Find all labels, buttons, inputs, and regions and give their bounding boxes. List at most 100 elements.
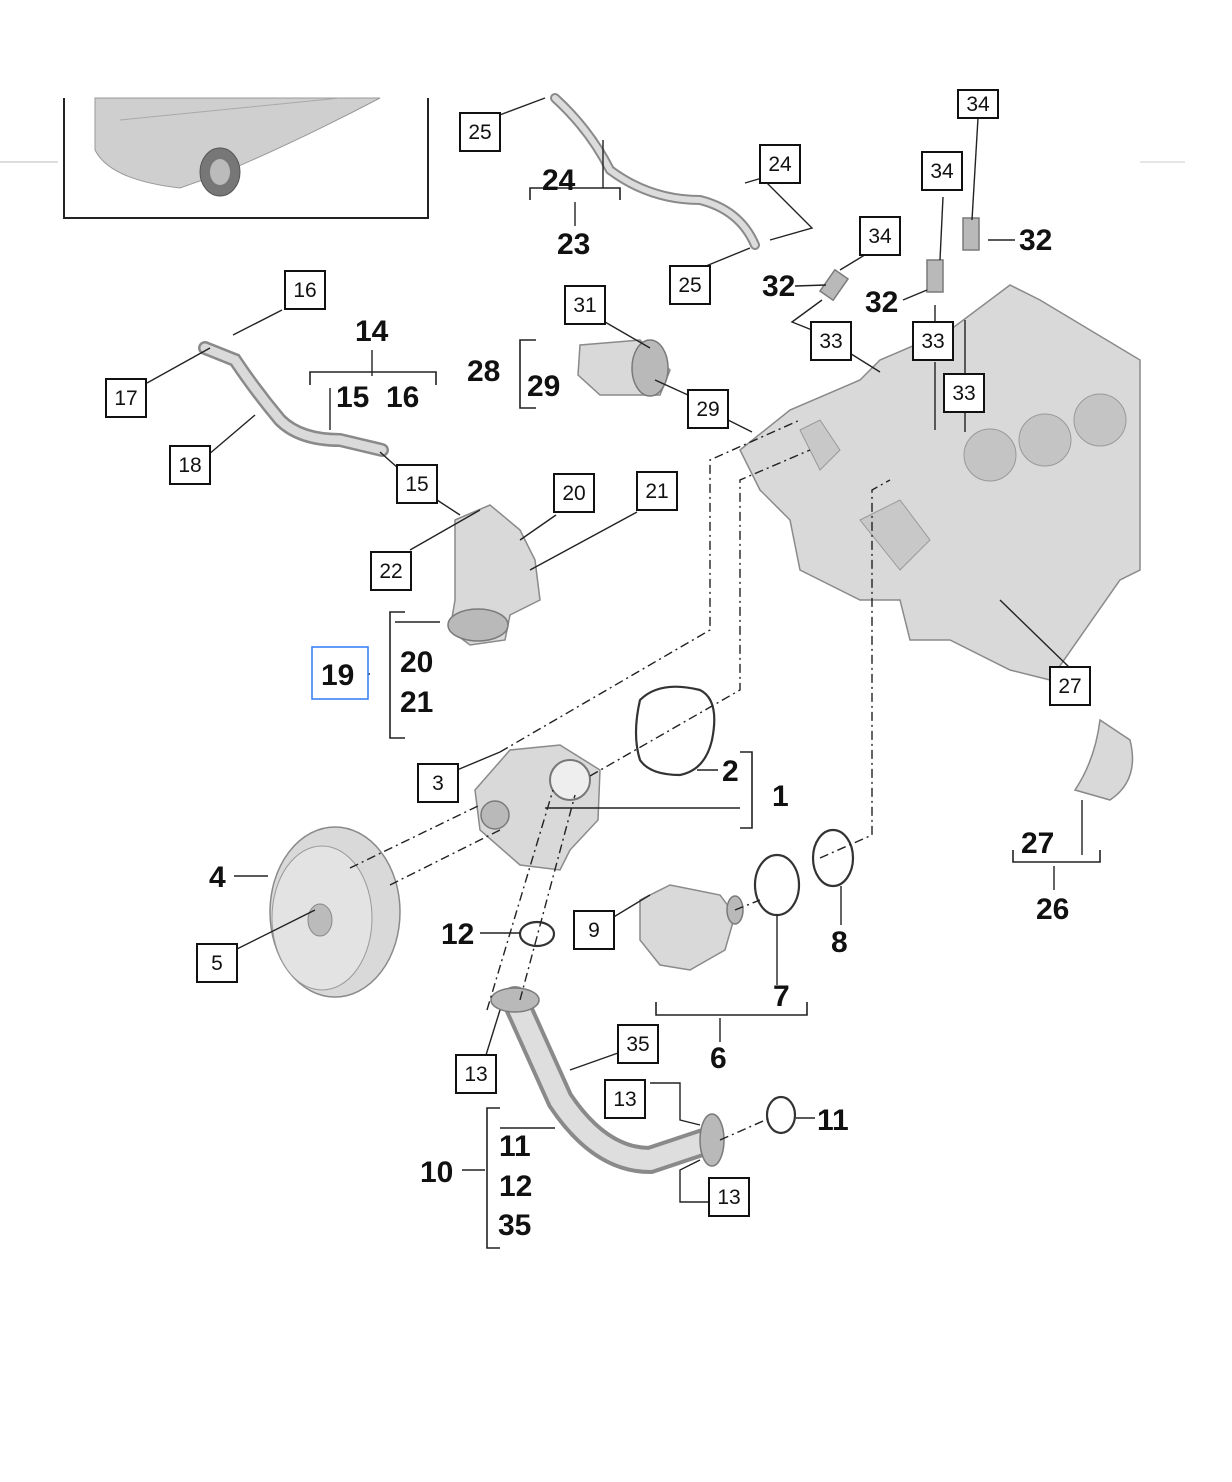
callout-21-group[interactable]: 21	[400, 686, 433, 719]
box-frame	[455, 1054, 497, 1094]
box-frame	[417, 763, 459, 803]
box-callout-b25a[interactable]: 25	[459, 112, 501, 152]
box-callout-b27[interactable]: 27	[1049, 666, 1091, 706]
box-callout-label: 20	[562, 482, 585, 505]
callout-4[interactable]: 4	[209, 861, 226, 894]
callout-11-group[interactable]: 11	[499, 1130, 531, 1163]
callout-32a[interactable]: 32	[762, 270, 795, 303]
box-callout-label: 31	[573, 294, 596, 317]
callout-19-highlighted[interactable]: 19	[311, 646, 369, 700]
callout-23[interactable]: 23	[557, 228, 590, 261]
group-brackets	[309, 187, 1101, 1249]
box-callout-b29[interactable]: 29	[687, 389, 729, 429]
box-callout-b13c[interactable]: 13	[708, 1177, 750, 1217]
box-callout-label: 3	[432, 772, 444, 795]
part-28-cylinder	[577, 339, 671, 397]
callout-20-group[interactable]: 20	[400, 646, 433, 679]
box-callout-b18[interactable]: 18	[169, 445, 211, 485]
callout-27-group[interactable]: 27	[1021, 827, 1054, 860]
box-callout-b34b[interactable]: 34	[921, 151, 963, 191]
box-frame	[708, 1177, 750, 1217]
box-frame	[105, 378, 147, 418]
box-frame	[396, 464, 438, 504]
box-frame	[564, 285, 606, 325]
callout-14[interactable]: 14	[355, 315, 389, 348]
box-callout-b15[interactable]: 15	[396, 464, 438, 504]
box-callout-label: 18	[178, 454, 201, 477]
callout-29-group[interactable]: 29	[527, 370, 560, 403]
thermostat-housing-19	[447, 504, 541, 646]
box-callout-label: 29	[696, 398, 719, 421]
box-callout-b35[interactable]: 35	[617, 1024, 659, 1064]
box-frame	[810, 321, 852, 361]
box-callout-label: 33	[819, 330, 842, 353]
sensor-32a	[818, 268, 850, 302]
callout-7[interactable]: 7	[773, 980, 790, 1013]
box-frame	[573, 910, 615, 950]
box-callout-b24[interactable]: 24	[759, 144, 801, 184]
box-callout-b33b[interactable]: 33	[912, 321, 954, 361]
vehicle-thumbnail	[0, 97, 1185, 219]
callout-15-group[interactable]: 15	[336, 381, 369, 414]
alignment-lines	[349, 419, 891, 1141]
box-frame	[617, 1024, 659, 1064]
box-callout-label: 24	[768, 153, 792, 176]
bold-callouts: 1 2 4 6 7 8 10 11 11 12 12 14 15 16 20 2…	[209, 164, 1069, 1242]
box-callout-label: 9	[588, 919, 600, 942]
box-frame	[687, 389, 729, 429]
box-callout-label: 13	[613, 1088, 636, 1111]
box-callout-b17[interactable]: 17	[105, 378, 147, 418]
callout-35-group[interactable]: 35	[498, 1209, 531, 1242]
box-frame	[459, 112, 501, 152]
callout-19[interactable]: 19	[321, 659, 354, 692]
callout-28[interactable]: 28	[467, 355, 500, 388]
box-callout-b13a[interactable]: 13	[455, 1054, 497, 1094]
box-callout-b31[interactable]: 31	[564, 285, 606, 325]
callout-11[interactable]: 11	[817, 1104, 849, 1137]
box-callout-label: 34	[868, 225, 892, 248]
box-callout-b34a[interactable]: 34	[859, 216, 901, 256]
box-callout-b33c[interactable]: 33	[943, 373, 985, 413]
box-callout-b33a[interactable]: 33	[810, 321, 852, 361]
box-frame	[921, 151, 963, 191]
box-callout-b9[interactable]: 9	[573, 910, 615, 950]
pulley-4	[269, 826, 401, 998]
box-callout-b25b[interactable]: 25	[669, 265, 711, 305]
callout-16-group[interactable]: 16	[386, 381, 419, 414]
callout-1[interactable]: 1	[772, 780, 789, 813]
callout-10[interactable]: 10	[420, 1156, 453, 1189]
box-callout-label: 13	[717, 1186, 740, 1209]
box-frame	[957, 89, 999, 119]
callout-2[interactable]: 2	[722, 755, 739, 788]
box-callout-label: 25	[678, 274, 701, 297]
box-callout-b22[interactable]: 22	[370, 551, 412, 591]
sensor-32b	[926, 259, 944, 293]
box-callout-b16[interactable]: 16	[284, 270, 326, 310]
box-callout-b5[interactable]: 5	[196, 943, 238, 983]
leader-lines	[146, 97, 1083, 1203]
o-ring-7	[753, 853, 801, 917]
box-callout-b21[interactable]: 21	[636, 471, 678, 511]
callout-26[interactable]: 26	[1036, 893, 1069, 926]
callout-24-group[interactable]: 24	[542, 164, 576, 197]
callout-32c[interactable]: 32	[1019, 224, 1052, 257]
callout-12[interactable]: 12	[441, 918, 474, 951]
box-callout-label: 17	[114, 387, 137, 410]
box-callout-b20[interactable]: 20	[553, 473, 595, 513]
coolant-elbow-27	[1073, 718, 1134, 801]
callout-6[interactable]: 6	[710, 1042, 727, 1075]
o-ring-11	[765, 1095, 797, 1135]
box-callout-label: 25	[468, 121, 491, 144]
callout-12-group[interactable]: 12	[499, 1170, 532, 1203]
callout-32b[interactable]: 32	[865, 286, 898, 319]
callout-8[interactable]: 8	[831, 926, 848, 959]
box-frame	[636, 471, 678, 511]
box-callout-label: 35	[626, 1033, 649, 1056]
box-callout-label: 5	[211, 952, 223, 975]
box-callout-b13b[interactable]: 13	[604, 1079, 646, 1119]
box-callout-b3[interactable]: 3	[417, 763, 459, 803]
box-frame	[759, 144, 801, 184]
box-callout-b34c[interactable]: 34	[957, 89, 999, 119]
